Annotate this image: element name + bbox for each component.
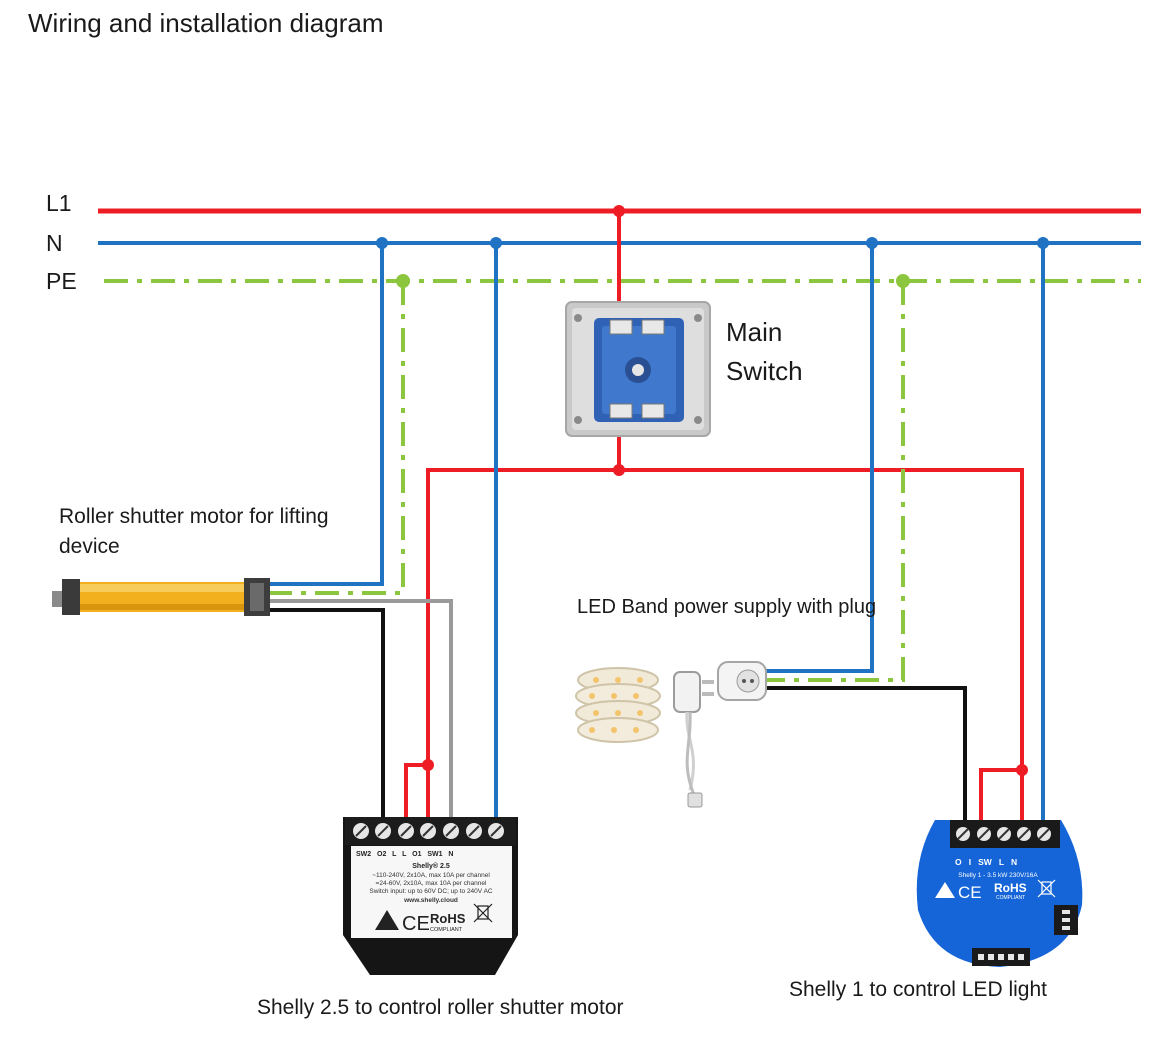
main-switch-label: Main Switch — [726, 317, 803, 386]
junction-dot — [1037, 237, 1049, 249]
shelly1-spec: Shelly 1 - 3.5 kW 230V/16A — [958, 872, 1038, 879]
phase-switched-bus — [426, 440, 621, 818]
shelly25-spec2: =24-60V, 2x10A, max 10A per channel — [376, 880, 487, 887]
earth-to-motor — [270, 281, 405, 595]
shelly1-terminal-labels: O I SW L N — [955, 857, 1017, 867]
neutral-to-motor — [270, 243, 384, 586]
motor-image — [52, 578, 270, 616]
phase-shelly25-loop — [404, 763, 428, 818]
shelly1-terminal-block — [950, 820, 1060, 848]
shelly25-model: Shelly® 2.5 — [412, 862, 450, 870]
led-band-label: LED Band power supply with plug — [577, 596, 877, 618]
ce-mark-icon: CE — [958, 883, 982, 902]
shelly25-url: www.shelly.cloud — [403, 897, 458, 904]
shelly25-label: Shelly 2.5 to control roller shutter mot… — [257, 996, 624, 1019]
shelly25-terminal-labels: SW2 O2 L L O1 SW1 N — [356, 851, 453, 858]
ce-mark-icon: CE — [402, 913, 430, 935]
earth-to-plug — [765, 281, 905, 682]
shelly25-device: SW2 O2 L L O1 SW1 N Shelly® 2.5 ~110-240… — [343, 817, 518, 975]
phase-shelly1-loop — [979, 768, 1022, 822]
junction-dot — [866, 237, 878, 249]
diagram-title: Wiring and installation diagram — [28, 8, 384, 38]
shelly1-label: Shelly 1 to control LED light — [789, 978, 1047, 1001]
weee-bin-icon — [473, 903, 493, 923]
junction-dot — [490, 237, 502, 249]
shelly25-spec1: ~110-240V, 2x10A, max 10A per channel — [372, 872, 490, 879]
shelly25-compliant: COMPLIANT — [430, 927, 463, 933]
junction-dot — [613, 205, 625, 217]
led-strip-image — [575, 667, 661, 743]
main-switch-image — [565, 301, 711, 437]
warning-icon — [935, 882, 955, 898]
shelly25-terminal-block — [345, 817, 516, 845]
junction-dot — [613, 464, 625, 476]
junction-dot — [1016, 764, 1028, 776]
rail-label-n: N — [46, 230, 63, 256]
shelly1-rohs: RoHS — [994, 881, 1027, 895]
shelly1-device: O I SW L N Shelly 1 - 3.5 kW 230V/16A CE… — [916, 820, 1083, 967]
motor-label: Roller shutter motor for lifting device — [59, 505, 329, 558]
phase-switched-right — [619, 468, 1024, 822]
power-supply-image — [673, 671, 714, 808]
warning-icon — [375, 910, 399, 930]
neutral-to-plug — [765, 243, 874, 673]
shelly25-spec3: Switch input: up to 60V DC; up to 240V A… — [369, 888, 493, 895]
weee-bin-icon — [1037, 879, 1056, 898]
plug-black-wire — [765, 686, 967, 822]
rail-label-pe: PE — [46, 268, 77, 294]
junction-dot — [376, 237, 388, 249]
junction-dot — [396, 274, 410, 288]
junction-dot — [422, 759, 434, 771]
shelly25-rohs: RoHS — [430, 911, 466, 926]
rail-label-l1: L1 — [46, 190, 72, 216]
junction-dot — [896, 274, 910, 288]
socket-plug-image — [717, 661, 767, 701]
shelly1-compliant: COMPLIANT — [996, 895, 1025, 901]
motor-black-wire — [270, 608, 385, 818]
motor-grey-wire — [270, 599, 453, 818]
